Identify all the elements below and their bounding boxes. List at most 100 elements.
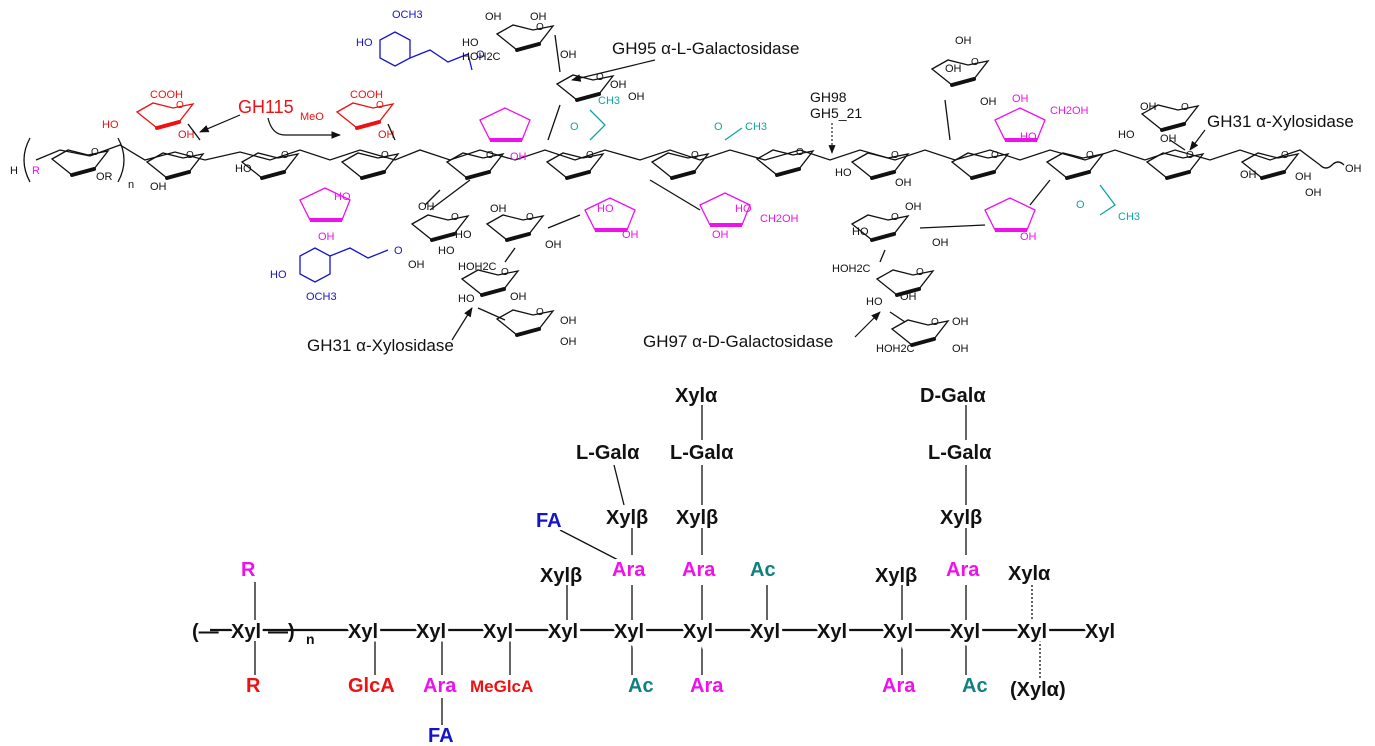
- hydroxymethyl-labels: HOH2C HOH2C HOH2C HOH2C CH2OH: [458, 51, 915, 355]
- enzyme-gh115: GH115: [238, 97, 294, 117]
- node-xyla-bottom: (Xylα): [1010, 679, 1066, 701]
- hydroxyl-labels: OH HO OH OH OH OH HO OH OH OH OH HO OH O…: [150, 11, 1362, 355]
- svg-text:OH: OH: [560, 315, 577, 327]
- svg-text:OH: OH: [418, 201, 435, 213]
- svg-text:OH: OH: [1240, 169, 1257, 181]
- backbone-close: —): [268, 621, 295, 643]
- glca-cooh-1: COOH: [150, 89, 183, 101]
- svg-text:HO: HO: [438, 245, 455, 257]
- repeat-n: n: [128, 179, 134, 191]
- ara-ho-a: HO: [334, 191, 351, 203]
- node-ara-3: Ara: [946, 559, 980, 581]
- ara-ch2oh-d: CH2OH: [760, 213, 799, 225]
- svg-text:OH: OH: [932, 237, 949, 249]
- svg-text:OH: OH: [560, 49, 577, 61]
- svg-text:HO: HO: [852, 226, 869, 238]
- ac-o-3: O: [1076, 199, 1085, 211]
- enzyme-gh5-21: GH5_21: [810, 105, 862, 121]
- svg-text:OH: OH: [1295, 171, 1312, 183]
- backbone-xyl-8: Xyl: [817, 621, 847, 643]
- schematic-below: R GlcA Ara FA MeGlcA Ac Ara Ara Ac (Xylα…: [243, 672, 1069, 746]
- ara-oh-a: OH: [318, 231, 335, 243]
- chemical-structure: H R OR n COOH HO OH COOH MeO OH: [10, 9, 1362, 355]
- ac-o-1: O: [570, 121, 579, 133]
- svg-text:OH: OH: [980, 96, 997, 108]
- fa-bottom-o: O: [394, 245, 403, 257]
- enzyme-annotations: GH95 α-L-Galactosidase GH115 GH98 GH5_21…: [199, 39, 1354, 355]
- schematic-links: [210, 405, 1090, 726]
- meglca-meo: MeO: [300, 111, 324, 123]
- node-ara-2: Ara: [682, 559, 716, 581]
- svg-text:HO: HO: [462, 37, 479, 49]
- ara-ho-e: HO: [1020, 131, 1037, 143]
- backbone-repeat-xyl: Xyl: [231, 621, 261, 643]
- svg-text:OH: OH: [895, 177, 912, 189]
- node-ac-top: Ac: [750, 559, 776, 581]
- node-xyla-right: Xylα: [1008, 563, 1051, 585]
- fa-bottom-ho: HO: [270, 269, 287, 281]
- glca-ho-1: HO: [102, 119, 119, 131]
- acetyl-groups: [589, 109, 1116, 216]
- schematic-above: R Xylβ Ara FA Xylβ L-Galα Ara Xylβ L-Gal…: [238, 382, 1054, 590]
- backbone-xyl-3: Xyl: [483, 621, 513, 643]
- node-lgal-3: L-Galα: [928, 442, 992, 464]
- svg-text:OH: OH: [628, 91, 645, 103]
- node-dgal: D-Galα: [920, 385, 986, 407]
- svg-text:OH: OH: [952, 316, 969, 328]
- svg-text:OH: OH: [1305, 187, 1322, 199]
- svg-text:OH: OH: [485, 11, 502, 23]
- ara-ch2oh-e: CH2OH: [1050, 105, 1089, 117]
- svg-text:OH: OH: [1345, 163, 1362, 175]
- fa-top-o: O: [476, 49, 485, 61]
- repeat-or: OR: [96, 171, 113, 183]
- svg-text:OH: OH: [490, 203, 507, 215]
- enzyme-gh97: GH97 α-D-Galactosidase: [643, 332, 833, 351]
- svg-text:HO: HO: [835, 167, 852, 179]
- ara-ho-d: HO: [735, 203, 752, 215]
- ferulic-acid-top: [379, 31, 473, 71]
- node-xylb-4: Xylβ: [875, 565, 917, 587]
- svg-text:HO: HO: [235, 163, 252, 175]
- svg-text:OH: OH: [408, 259, 425, 271]
- ac-ch3-1: CH3: [598, 95, 620, 107]
- ara-oh-e: OH: [1012, 93, 1029, 105]
- svg-text:HO: HO: [866, 296, 883, 308]
- glca-cooh-2: COOH: [350, 89, 383, 101]
- node-fa-top: FA: [536, 510, 562, 532]
- node-lgal-1: L-Galα: [576, 442, 640, 464]
- svg-text:HOH2C: HOH2C: [876, 343, 915, 355]
- node-xyla-top: Xylα: [675, 385, 718, 407]
- node-ara-b1: Ara: [423, 675, 457, 697]
- enzyme-gh95: GH95 α-L-Galactosidase: [612, 39, 799, 58]
- ara-oh-f: OH: [1020, 231, 1037, 243]
- svg-text:OH: OH: [530, 11, 547, 23]
- svg-text:OH: OH: [945, 63, 962, 75]
- arabinose-rings: [299, 107, 1046, 232]
- backbone-chain: [35, 144, 1345, 169]
- ac-ch3-2: CH3: [745, 121, 767, 133]
- side-chain-bonds: [424, 34, 1186, 323]
- node-xylb-5: Xylβ: [940, 507, 982, 529]
- svg-text:OH: OH: [1140, 101, 1157, 113]
- node-ara-b2: Ara: [690, 675, 724, 697]
- backbone-xyl-5: Xyl: [614, 621, 644, 643]
- svg-text:OH: OH: [1160, 133, 1177, 145]
- svg-text:HOH2C: HOH2C: [832, 263, 871, 275]
- repeat-h: H: [10, 165, 18, 177]
- backbone-xyl-2: Xyl: [416, 621, 446, 643]
- glucuronic-acid-ring-2: [335, 98, 395, 130]
- ara-oh-b: OH: [510, 151, 527, 163]
- ara-oh-c: OH: [622, 229, 639, 241]
- svg-text:OH: OH: [560, 336, 577, 348]
- repeat-r: R: [32, 165, 40, 177]
- svg-text:HOH2C: HOH2C: [458, 261, 497, 273]
- svg-text:OH: OH: [150, 181, 167, 193]
- ara-ho-c: HO: [597, 203, 614, 215]
- node-xylb-2: Xylβ: [606, 507, 648, 529]
- node-xylb-3: Xylβ: [676, 507, 718, 529]
- ac-o-2: O: [714, 121, 723, 133]
- backbone-open: (—: [192, 621, 219, 643]
- glca-oh-1: OH: [178, 129, 195, 141]
